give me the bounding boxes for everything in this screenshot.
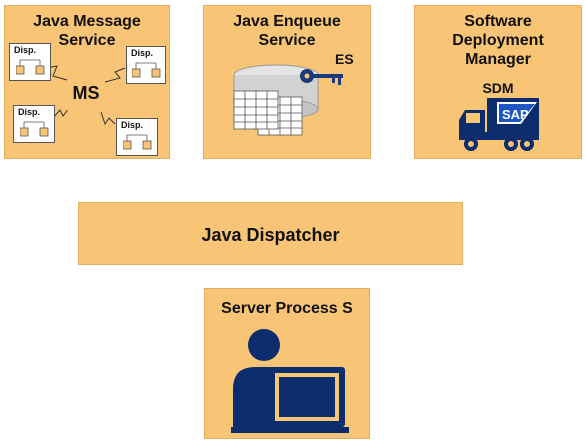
- enqueue-title-line2: Service: [258, 32, 316, 49]
- sdm-title-line2: Deployment: [452, 32, 544, 49]
- sdm-abbr-label: SDM: [482, 80, 514, 96]
- key-icon: [300, 69, 343, 85]
- jms-title-line1: Java Message: [33, 13, 141, 30]
- disp-label: Disp.: [18, 107, 41, 117]
- user-at-computer-icon: [231, 329, 349, 433]
- disp-node-bottom-left: Disp.: [13, 105, 55, 143]
- disp-tree-icon: [123, 134, 152, 150]
- delivery-truck-icon: SAP: [459, 98, 539, 151]
- jms-title-line2: Service: [58, 32, 116, 49]
- enqueue-title-line1: Java Enqueue: [233, 13, 341, 30]
- java-message-service-box: Java Message Service MS Disp. Disp.: [4, 5, 170, 159]
- disp-label: Disp.: [131, 48, 154, 58]
- ms-connection-lines: [44, 65, 126, 126]
- disp-tree-icon: [16, 59, 45, 75]
- disp-label: Disp.: [121, 120, 144, 130]
- es-label: ES: [335, 51, 354, 67]
- sap-logo-text: SAP: [502, 107, 529, 122]
- java-dispatcher-box: Java Dispatcher: [78, 202, 463, 265]
- disp-tree-icon: [20, 121, 49, 137]
- disp-node-top-left: Disp.: [9, 43, 51, 81]
- ms-node: MS: [67, 76, 105, 110]
- software-deployment-manager-box: Software Deployment Manager SDM SAP: [414, 5, 582, 159]
- disp-node-bottom-right: Disp.: [116, 118, 158, 156]
- server-process-title: Server Process S: [221, 300, 353, 317]
- dispatcher-title: Java Dispatcher: [201, 225, 340, 245]
- disp-node-top-right: Disp.: [126, 46, 166, 84]
- sdm-title-line3: Manager: [465, 51, 531, 68]
- disp-label: Disp.: [14, 45, 37, 55]
- server-process-box: Server Process S: [204, 288, 370, 439]
- sdm-title-line1: Software: [464, 13, 532, 30]
- ms-label: MS: [72, 82, 100, 103]
- disp-tree-icon: [132, 62, 161, 78]
- java-enqueue-service-box: Java Enqueue Service ES: [203, 5, 371, 159]
